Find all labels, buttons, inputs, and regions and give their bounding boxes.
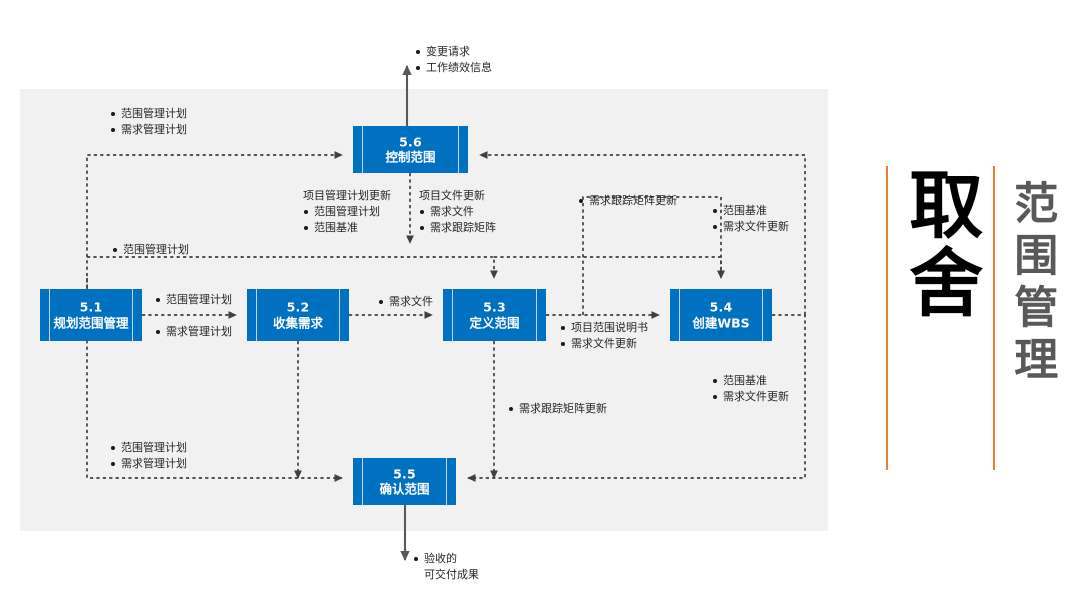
annotation-item: 范围管理计划	[110, 106, 187, 122]
annotation-item: 需求跟踪矩阵更新	[578, 193, 677, 209]
process-box-5-1[interactable]: 5.1 规划范围管理	[40, 289, 142, 341]
process-label-5-1: 5.1 规划范围管理	[50, 299, 132, 330]
edge-51-down-to-55	[86, 289, 343, 482]
process-label-5-2: 5.2 收集需求	[257, 299, 339, 330]
box-inner-rule-left	[679, 289, 680, 341]
annotation-item: 需求跟踪矩阵更新	[508, 401, 607, 417]
annotation-item: 可交付成果	[424, 567, 479, 581]
process-name: 控制范围	[385, 149, 436, 165]
edge-scope-plan-to-53	[87, 256, 498, 279]
annotation-plan-to-collect-1: 范围管理计划	[155, 292, 232, 308]
annotation-plan-to-collect-2: 需求管理计划	[155, 324, 232, 340]
accent-bar-right	[993, 166, 995, 470]
annotation-item: 验收的	[413, 551, 479, 567]
process-box-5-3[interactable]: 5.3 定义范围	[443, 289, 546, 341]
process-number: 5.5	[393, 465, 416, 481]
process-box-5-4[interactable]: 5.4 创建WBS	[670, 289, 772, 341]
annotation-item: 范围管理计划	[303, 204, 391, 220]
annotation-item: 范围基准	[712, 203, 789, 219]
process-number: 5.4	[709, 299, 733, 315]
edge-scope-plan-to-54	[494, 256, 725, 279]
process-box-5-6[interactable]: 5.6 控制范围	[353, 126, 468, 173]
annotation-item: 需求文件更新	[712, 219, 789, 235]
process-label-5-4: 5.4 创建WBS	[680, 299, 762, 330]
annotation-item: 需求文件	[419, 204, 496, 220]
annotation-item: 需求文件更新	[560, 336, 648, 352]
annotation-scope-plan-mid: 范围管理计划	[112, 242, 189, 258]
annotation-item: 需求文件更新	[712, 389, 789, 405]
annotation-scope-baseline-upper: 范围基准 需求文件更新	[712, 203, 789, 235]
annotation-rtm-update-upper: 需求跟踪矩阵更新	[578, 193, 677, 209]
annotation-item: 需求管理计划	[155, 324, 232, 340]
box-inner-rule-left	[452, 289, 453, 341]
title-main: 取舍	[896, 166, 983, 322]
annotation-plan-to-validate: 范围管理计划 需求管理计划	[110, 440, 187, 472]
annotation-project-doc-updates: 项目文件更新 需求文件 需求跟踪矩阵	[419, 188, 496, 236]
box-inner-rule-right	[446, 458, 447, 505]
annotation-item: 需求跟踪矩阵	[419, 220, 496, 236]
process-number: 5.6	[399, 133, 422, 149]
annotation-item: 范围管理计划	[112, 242, 189, 258]
annotation-item: 工作绩效信息	[415, 60, 492, 76]
annotation-item: 需求管理计划	[110, 456, 187, 472]
annotation-bottom-output: 验收的 可交付成果	[413, 551, 479, 583]
annotation-top-output: 变更请求 工作绩效信息	[415, 44, 492, 76]
annotation-item: 范围管理计划	[110, 440, 187, 456]
edge-right-up-to-56	[479, 151, 806, 315]
box-inner-rule-right	[132, 289, 133, 341]
process-number: 5.1	[79, 299, 103, 315]
process-name: 规划范围管理	[53, 315, 129, 330]
annotation-scope-statement: 项目范围说明书 需求文件更新	[560, 320, 648, 352]
annotation-item: 项目范围说明书	[560, 320, 648, 336]
annotation-item: 范围基准	[712, 373, 789, 389]
annotation-item: 范围管理计划	[155, 292, 232, 308]
title-sub: 范围管理	[1006, 180, 1058, 388]
process-label-5-3: 5.3 定义范围	[453, 299, 536, 330]
annotation-scope-baseline-lower: 范围基准 需求文件更新	[712, 373, 789, 405]
annotation-pm-plan-updates: 项目管理计划更新 范围管理计划 范围基准	[303, 188, 391, 236]
annotation-item: 需求管理计划	[110, 122, 187, 138]
annotation-upper-left-to-56: 范围管理计划 需求管理计划	[110, 106, 187, 138]
edge-53-up-branch	[582, 196, 721, 315]
box-inner-rule-right	[536, 289, 537, 341]
annotation-item: 变更请求	[415, 44, 492, 60]
accent-bar-left	[886, 166, 888, 470]
process-number: 5.2	[286, 299, 310, 315]
box-inner-rule-left	[362, 126, 363, 173]
process-label-5-6: 5.6 控制范围	[363, 134, 458, 165]
process-box-5-2[interactable]: 5.2 收集需求	[247, 289, 349, 341]
box-inner-rule-right	[762, 289, 763, 341]
annotation-header: 项目管理计划更新	[303, 189, 391, 202]
annotation-requirements-doc: 需求文件	[378, 294, 433, 310]
edge-51-up-to-56	[86, 151, 343, 289]
annotation-rtm-update-lower: 需求跟踪矩阵更新	[508, 401, 607, 417]
process-box-5-5[interactable]: 5.5 确认范围	[353, 458, 456, 505]
annotation-item: 范围基准	[303, 220, 391, 236]
box-inner-rule-left	[256, 289, 257, 341]
process-name: 定义范围	[469, 315, 520, 330]
box-inner-rule-right	[339, 289, 340, 341]
annotation-item: 需求文件	[378, 294, 433, 310]
process-label-5-5: 5.5 确认范围	[363, 466, 446, 497]
process-name: 收集需求	[272, 315, 323, 330]
process-name: 确认范围	[379, 481, 430, 497]
annotation-header: 项目文件更新	[419, 189, 485, 202]
process-name: 创建WBS	[692, 315, 750, 330]
box-inner-rule-right	[458, 126, 459, 173]
process-number: 5.3	[483, 299, 506, 315]
box-inner-rule-left	[49, 289, 50, 341]
box-inner-rule-left	[362, 458, 363, 505]
